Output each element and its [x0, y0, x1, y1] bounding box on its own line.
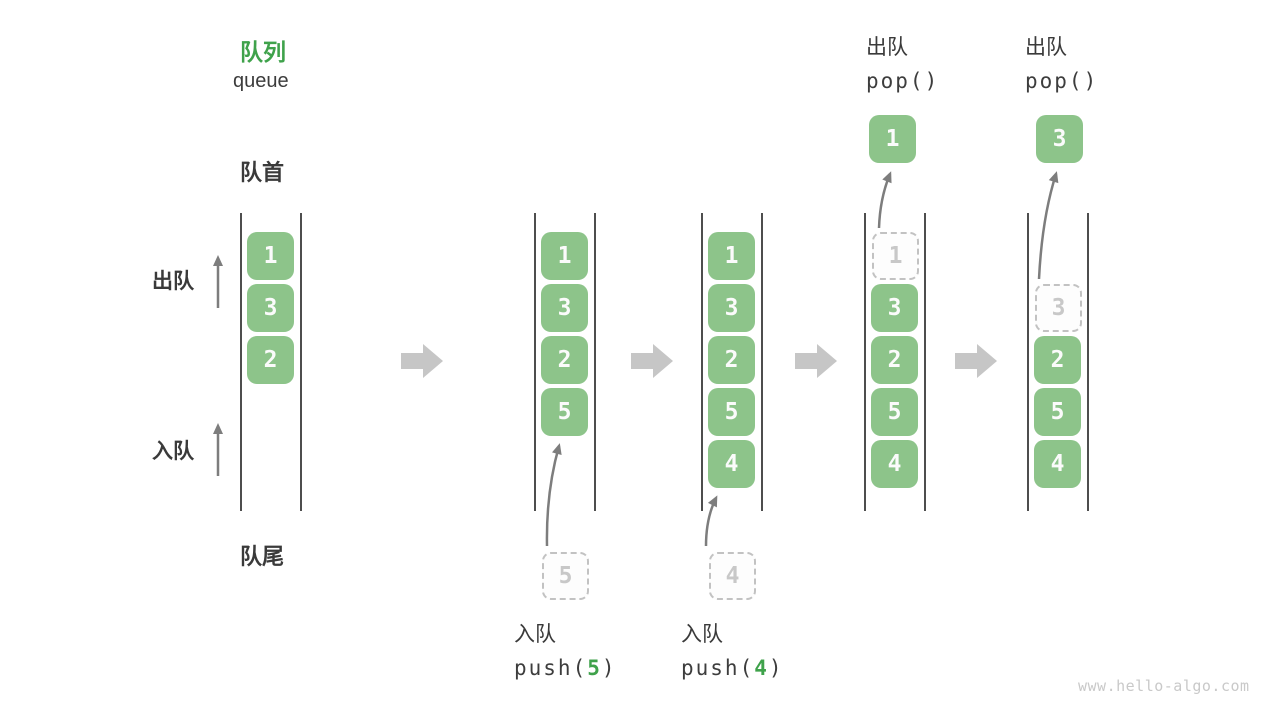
- transition-arrow-icon: [401, 344, 443, 378]
- queue-item: 1: [708, 232, 755, 280]
- queue-state-5: 3 2 5 4 3 出队 pop(): [1025, 36, 1096, 511]
- queue-state-2: 1 3 2 5 5 入队 push(5): [514, 213, 615, 680]
- diagram-title-en: queue: [233, 70, 289, 92]
- queue-item: 2: [708, 336, 755, 384]
- queue-item: 5: [871, 388, 918, 436]
- queue-item: 3: [708, 284, 755, 332]
- queue-item: 4: [708, 440, 755, 488]
- queue-item: 1: [247, 232, 294, 280]
- push-code-text: push(4): [681, 656, 784, 680]
- pop-code-text: pop(): [1025, 69, 1099, 93]
- queue-item: 5: [541, 388, 588, 436]
- enqueue-side-label: 入队: [152, 440, 194, 463]
- queue-item: 3: [871, 284, 918, 332]
- incoming-item-placeholder: 5: [542, 552, 589, 600]
- pop-action-text: 出队: [1025, 36, 1067, 59]
- transition-arrow-icon: [631, 344, 673, 378]
- queue-item: 2: [541, 336, 588, 384]
- push-operation-label: 入队 push(5): [514, 620, 694, 686]
- transition-arrow-icon: [795, 344, 837, 378]
- queue-state-3: 1 3 2 5 4 4 入队 push(4): [681, 213, 782, 680]
- push-operation-label: 入队 push(4): [681, 620, 861, 686]
- queue-item: 3: [247, 284, 294, 332]
- queue-state-1: 1 3 2: [240, 213, 302, 511]
- queue-state-4: 1 3 2 5 4 1 出队 pop(): [864, 36, 937, 511]
- diagram-title-zh: 队列: [240, 39, 286, 65]
- queue-rear-label: 队尾: [240, 544, 285, 569]
- dequeue-side-label: 出队: [152, 270, 194, 293]
- site-watermark: www.hello-algo.com: [1078, 677, 1250, 695]
- queue-front-label: 队首: [240, 160, 285, 185]
- queue-item: 4: [871, 440, 918, 488]
- pop-operation-label: 出队 pop(): [1025, 33, 1175, 99]
- pop-operation-label: 出队 pop(): [866, 33, 1016, 99]
- removed-item-placeholder: 1: [872, 232, 919, 280]
- popped-item: 1: [869, 115, 916, 163]
- incoming-item-placeholder: 4: [709, 552, 756, 600]
- queue-item: 2: [1034, 336, 1081, 384]
- queue-item: 1: [541, 232, 588, 280]
- queue-item: 5: [708, 388, 755, 436]
- push-action-text: 入队: [514, 623, 556, 646]
- push-code-text: push(5): [514, 656, 617, 680]
- removed-item-placeholder: 3: [1035, 284, 1082, 332]
- queue-item: 4: [1034, 440, 1081, 488]
- queue-item: 5: [1034, 388, 1081, 436]
- push-action-text: 入队: [681, 623, 723, 646]
- transition-arrow-icon: [955, 344, 997, 378]
- queue-item: 2: [871, 336, 918, 384]
- pop-action-text: 出队: [866, 36, 908, 59]
- queue-item: 2: [247, 336, 294, 384]
- pop-code-text: pop(): [866, 69, 940, 93]
- queue-item: 3: [541, 284, 588, 332]
- popped-item: 3: [1036, 115, 1083, 163]
